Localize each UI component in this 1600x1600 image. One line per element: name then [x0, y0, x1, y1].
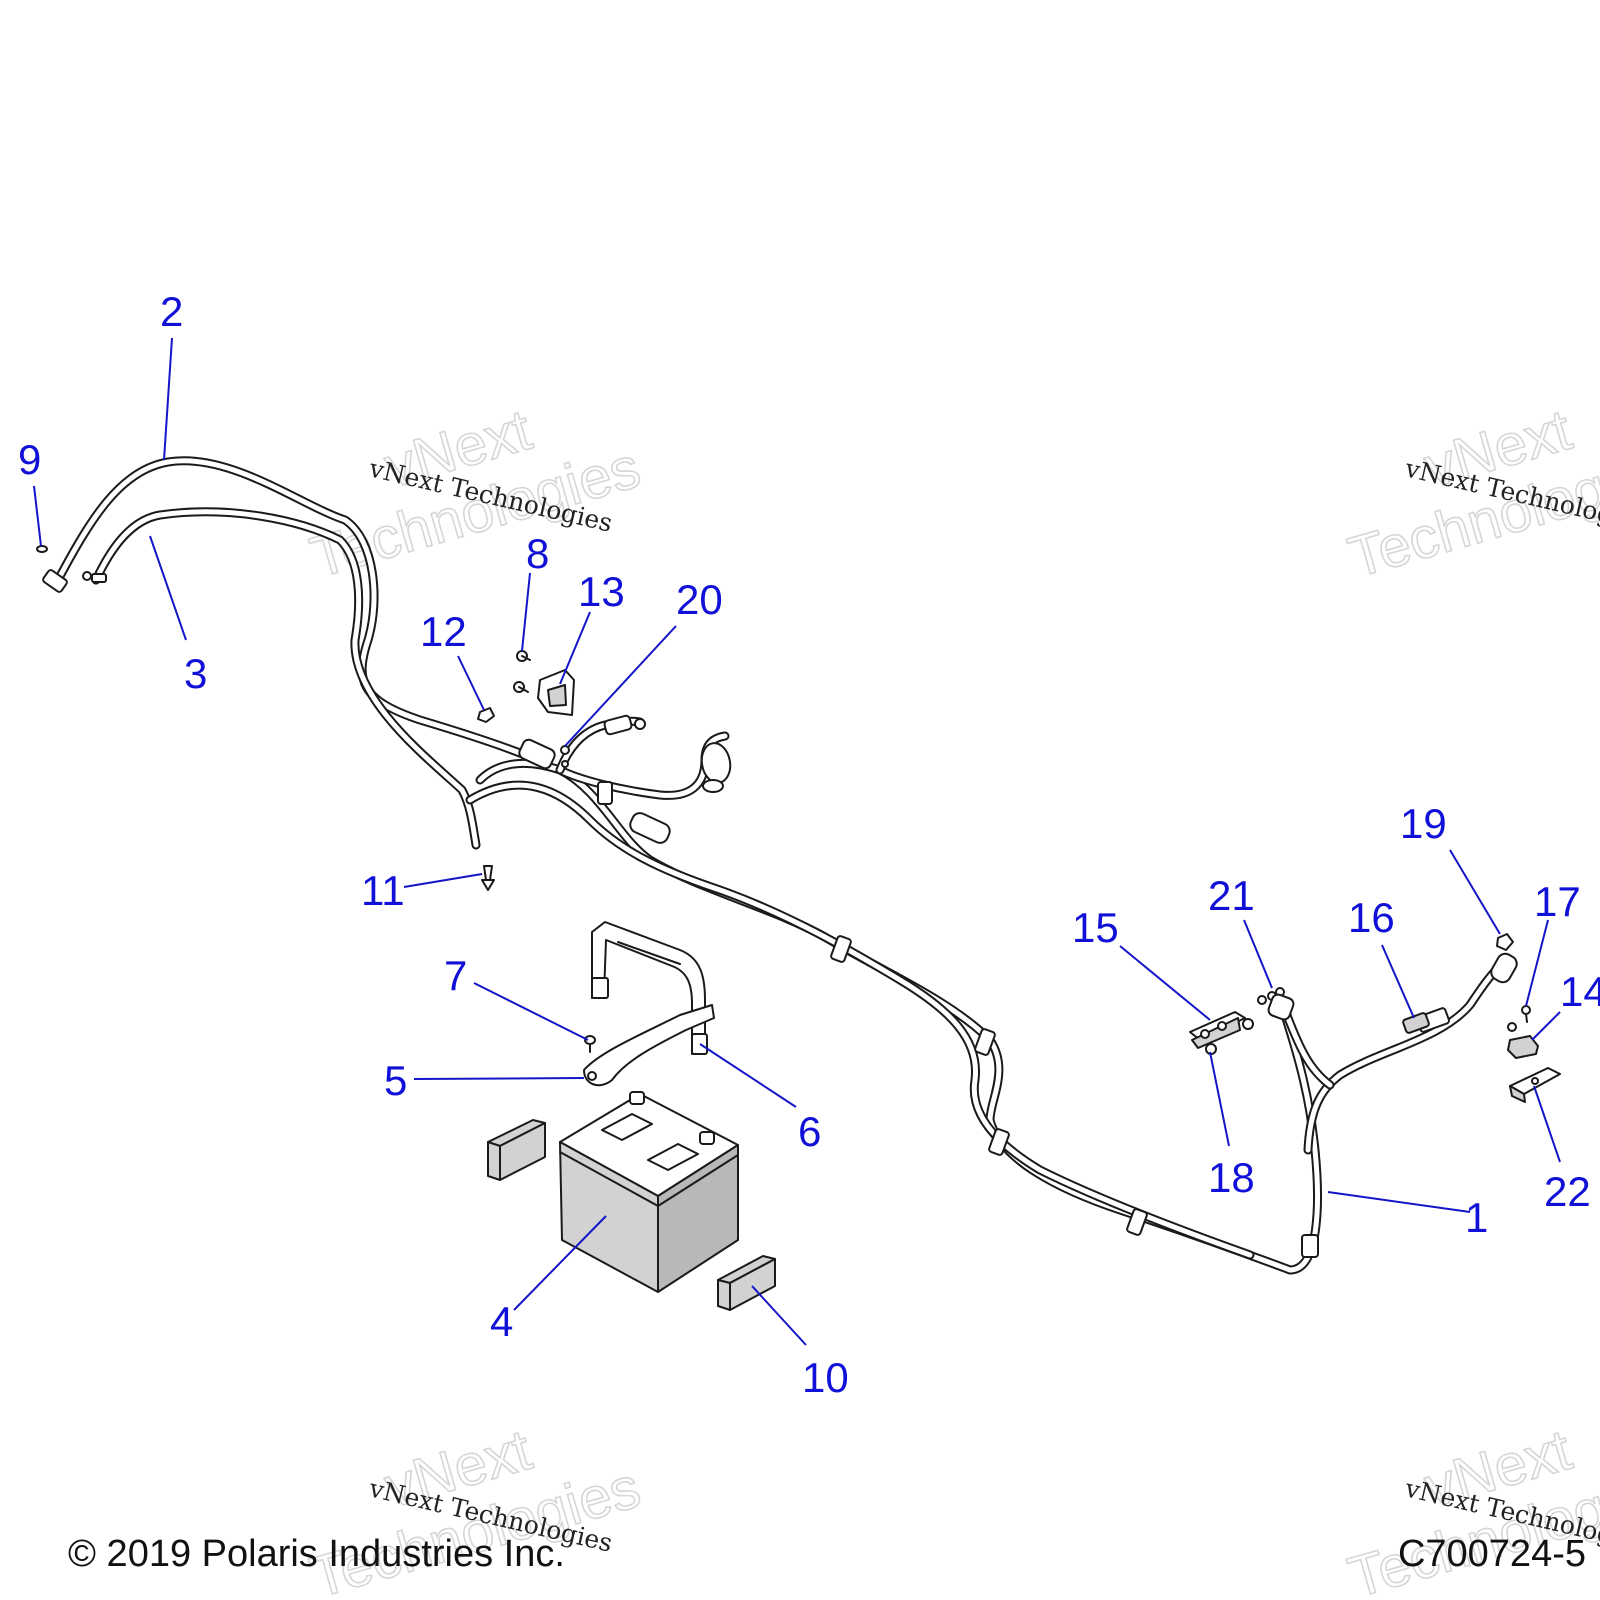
callout-6: 6 — [798, 1108, 821, 1155]
part-5-bracket — [583, 1004, 715, 1087]
cable-1-right-branch — [1280, 955, 1510, 1155]
part-10-pad-right — [717, 1255, 776, 1311]
part-10-pad-left — [487, 1119, 546, 1181]
callout-5: 5 — [384, 1057, 407, 1104]
part-12-nut — [477, 707, 495, 723]
harness-connector — [518, 738, 556, 770]
callout-18: 18 — [1208, 1154, 1255, 1201]
cable-1-terminal — [1490, 952, 1518, 984]
part-11-push-pin — [481, 865, 495, 891]
callout-7: 7 — [444, 952, 467, 999]
cable-harness-rear — [465, 780, 1255, 1260]
part-15-bracket — [1189, 1011, 1254, 1049]
callout-11: 11 — [361, 867, 405, 914]
leader-lines — [33, 337, 1561, 1346]
part-17-screw — [1507, 1005, 1531, 1032]
callout-8: 8 — [526, 530, 549, 577]
part-7-screw — [584, 1035, 596, 1053]
callout-13: 13 — [578, 568, 625, 615]
callout-17: 17 — [1534, 878, 1581, 925]
part-4-battery — [559, 1091, 739, 1293]
callout-1: 1 — [1465, 1194, 1488, 1241]
callout-14: 14 — [1560, 968, 1600, 1015]
callout-22: 22 — [1544, 1168, 1591, 1215]
terminal-boot — [700, 742, 732, 793]
part-14-switch — [1507, 1035, 1539, 1059]
part-6-hold-down-strap — [591, 921, 708, 1055]
cable-harness-front — [475, 758, 1322, 1275]
callout-12: 12 — [420, 608, 467, 655]
cable-clips — [597, 781, 1450, 1258]
part-8-bolts — [513, 650, 531, 693]
cable-terminals-left — [42, 569, 107, 593]
callout-10: 10 — [802, 1354, 849, 1401]
callout-4: 4 — [490, 1298, 513, 1345]
copyright-notice: © 2019 Polaris Industries Inc. — [68, 1533, 565, 1575]
cable-2 — [53, 456, 530, 760]
part-19-nut — [1496, 933, 1514, 951]
callout-2: 2 — [160, 288, 183, 335]
callout-9: 9 — [18, 436, 41, 483]
watermark-top-right: vNext Technologies vNext Technologies — [1341, 396, 1600, 591]
callouts: 1 2 3 4 5 6 7 8 9 10 11 12 13 14 15 16 1… — [18, 288, 1600, 1401]
part-13-relay — [537, 669, 575, 716]
callout-16: 16 — [1348, 894, 1395, 941]
cable-3 — [91, 507, 481, 850]
callout-19: 19 — [1400, 800, 1447, 847]
part-9-screw — [36, 545, 48, 553]
callout-21: 21 — [1208, 872, 1255, 919]
callout-3: 3 — [184, 650, 207, 697]
harness-end-terminal — [1267, 993, 1295, 1021]
callout-15: 15 — [1072, 904, 1119, 951]
drawing-id: C700724-5 — [1398, 1533, 1586, 1575]
part-22-bracket — [1509, 1067, 1561, 1103]
callout-20: 20 — [676, 576, 723, 623]
